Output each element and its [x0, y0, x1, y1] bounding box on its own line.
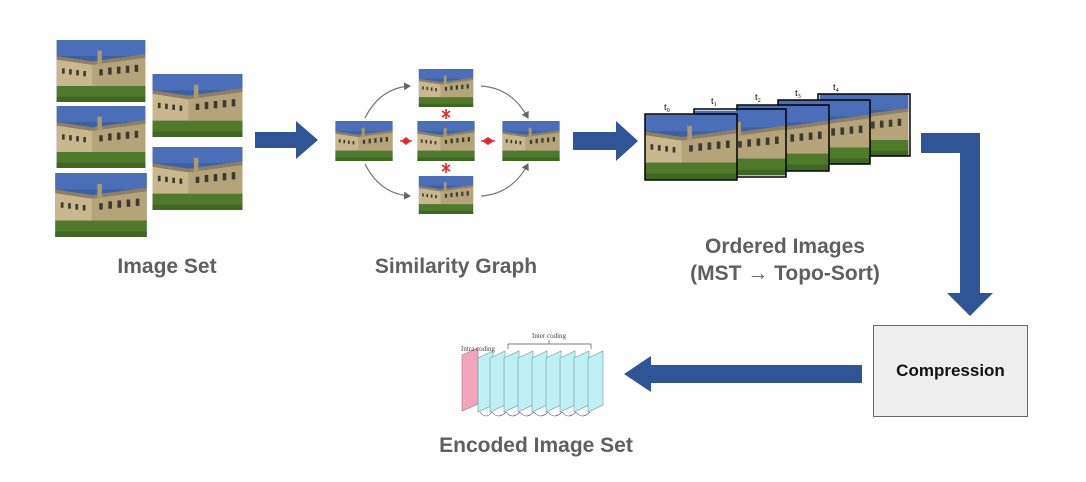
graph-node-bottom	[418, 176, 474, 214]
encoded-image-set-group: Intra coding Inter coding	[461, 332, 604, 417]
ordered-images-group: t0 t1 t2 t3 t4	[644, 82, 911, 181]
flow-arrow-3	[921, 133, 993, 316]
graph-edge	[364, 82, 411, 119]
graph-node-center	[417, 121, 475, 161]
inter-coding-bracket	[507, 340, 592, 349]
intra-frame	[461, 347, 479, 412]
flow-arrow-4	[624, 356, 862, 392]
similarity-graph-label: Similarity Graph	[374, 255, 538, 278]
inter-frame	[545, 350, 562, 413]
frame-label-t4: t4	[833, 82, 839, 94]
similarity-mark	[400, 137, 412, 145]
set-photo-1	[56, 40, 146, 102]
set-photo-3	[55, 173, 147, 237]
image-set-group	[55, 40, 243, 237]
image-set-label: Image Set	[117, 255, 217, 278]
similarity-mark	[481, 137, 495, 145]
frame-label-t2: t2	[755, 92, 761, 104]
ordered-images-subtitle: (MST → Topo-Sort)	[690, 262, 880, 285]
ordered-frame-0	[645, 114, 737, 180]
frame-label-t0: t0	[664, 102, 670, 114]
frame-label-t3: t3	[795, 88, 801, 100]
inter-coding-label: Inter coding	[532, 332, 567, 340]
graph-node-top	[418, 69, 474, 107]
frame-label-t1: t1	[711, 96, 717, 108]
graph-edge	[480, 85, 529, 119]
similarity-graph-group	[335, 69, 560, 214]
compression-box: Compression	[873, 325, 1028, 417]
flow-arrow-2	[573, 121, 638, 161]
inter-frame	[517, 350, 534, 413]
ordered-images-label: Ordered Images	[705, 235, 865, 258]
flow-arrow-1	[255, 121, 318, 159]
inter-frame	[573, 350, 590, 413]
inter-frame	[489, 350, 506, 413]
compression-label: Compression	[896, 361, 1005, 380]
graph-edge	[364, 163, 411, 200]
prediction-links	[479, 411, 591, 417]
inter-frame	[531, 350, 548, 413]
graph-node-left	[335, 121, 393, 161]
graph-edge	[480, 163, 529, 197]
inter-frame	[559, 350, 576, 413]
encoded-image-set-label: Encoded Image Set	[439, 434, 633, 457]
set-photo-4	[152, 74, 243, 137]
intra-coding-label: Intra coding	[461, 345, 496, 353]
graph-node-right	[502, 121, 560, 161]
similarity-mark	[441, 163, 451, 173]
inter-frame	[503, 350, 520, 413]
similarity-mark	[441, 109, 451, 119]
set-photo-5	[152, 147, 243, 210]
inter-frame	[587, 350, 604, 413]
set-photo-2	[56, 106, 146, 168]
